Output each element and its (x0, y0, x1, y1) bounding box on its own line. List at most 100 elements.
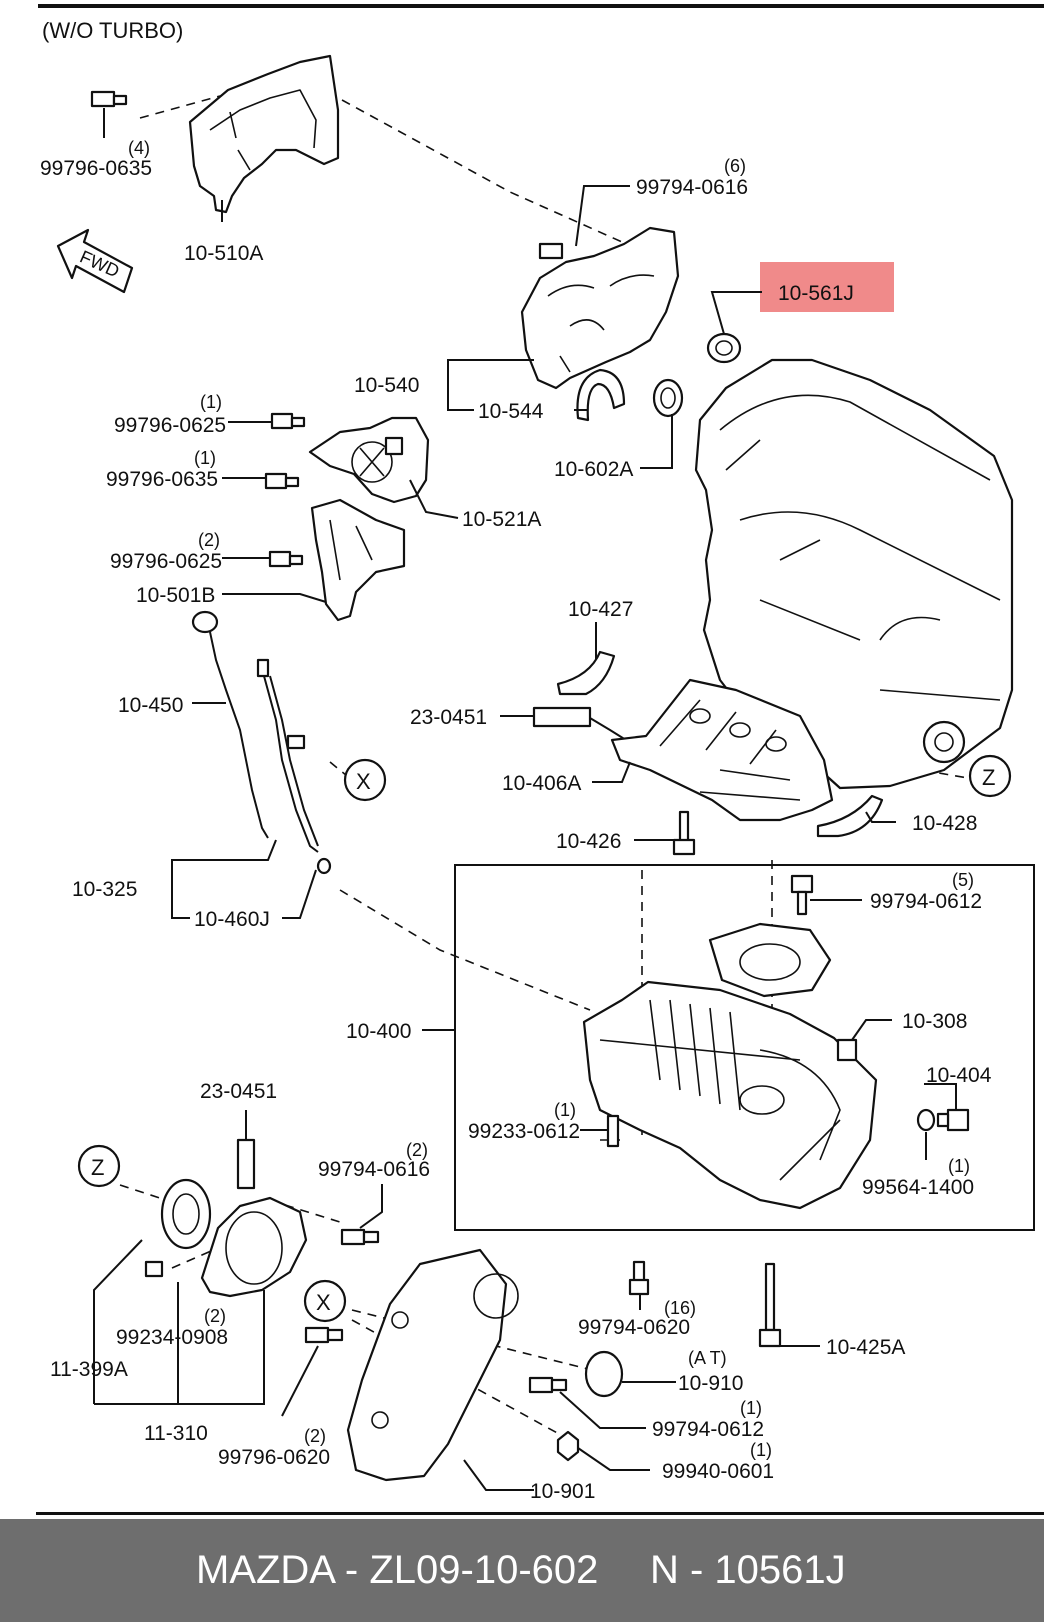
qty-label: (1) (194, 448, 216, 468)
part-label: 99794-0616 (636, 176, 748, 199)
footer-brand-part: MAZDA - ZL09-10-602 (196, 1548, 599, 1592)
seal-housing-11-310 (200, 1196, 308, 1298)
qty-label: (2) (204, 1306, 226, 1326)
qty-label: (1) (740, 1398, 762, 1418)
parts-diagram: (W/O TURBO) FWD (40, 18, 1035, 1503)
leader-lines (93, 108, 957, 1491)
part-label: 99234-0908 (116, 1326, 228, 1349)
bolt-icon (790, 874, 814, 916)
bolt-icon (628, 1260, 650, 1296)
callout-z-left: Z (77, 1144, 121, 1188)
callout-z-right: Z (968, 754, 1012, 798)
part-label: 99794-0612 (870, 890, 982, 913)
gasket-10-427 (556, 650, 616, 696)
part-label: 10-400 (346, 1020, 411, 1043)
water-pump-10-521a (308, 416, 430, 504)
dowel-99234-0908 (144, 1260, 164, 1278)
top-border (38, 4, 1044, 8)
gasket-10-544 (576, 368, 626, 422)
part-label: 10-901 (530, 1480, 595, 1503)
bolt-icon (538, 242, 564, 260)
plate-10-910 (584, 1350, 624, 1398)
part-label: 99796-0625 (114, 414, 226, 437)
oil-pan-10-400 (582, 980, 878, 1210)
bolt-icon (672, 810, 696, 856)
bolt-icon (304, 1228, 568, 1394)
part-label: 23-0451 (410, 706, 487, 729)
qty-label: (1) (200, 392, 222, 412)
part-label: 10-910 (678, 1372, 743, 1395)
part-label: 10-325 (72, 878, 137, 901)
part-label: 10-426 (556, 830, 621, 853)
part-label: 10-510A (184, 242, 263, 265)
oil-pan-upper-10-406a (610, 678, 834, 822)
qty-label: (2) (198, 530, 220, 550)
callout-x-top: X (343, 758, 387, 802)
dowel-pin (606, 1114, 620, 1148)
part-label: 23-0451 (200, 1080, 277, 1103)
qty-label: (2) (406, 1140, 428, 1160)
part-label: 99940-0601 (662, 1460, 774, 1483)
part-label: 10-406A (502, 772, 581, 795)
drain-bolt-10-404 (916, 1108, 970, 1132)
part-label: 10-544 (478, 400, 544, 423)
qty-label: (A T) (688, 1348, 727, 1368)
part-label: 99796-0625 (110, 550, 222, 573)
part-label-highlighted: 10-561J (778, 282, 854, 305)
nut-99940-0601 (556, 1430, 580, 1462)
part-label: 10-521A (462, 508, 541, 531)
qty-label: (4) (128, 138, 150, 158)
svg-text:X: X (316, 1290, 331, 1315)
highlight-box (760, 262, 894, 312)
plug-10-308 (836, 1038, 858, 1062)
qty-label: (1) (948, 1156, 970, 1176)
dipstick-tube-10-325 (256, 658, 332, 875)
qty-label: (1) (554, 1100, 576, 1120)
part-label: 99796-0620 (218, 1446, 330, 1469)
sensor-23-0451-lower (236, 1138, 256, 1190)
qty-label: (6) (724, 156, 746, 176)
part-label: 10-540 (354, 374, 419, 397)
part-label: 10-602A (554, 458, 633, 481)
oil-seal-10-561j (706, 332, 742, 364)
fwd-arrow-icon: FWD (56, 228, 134, 294)
timing-cover-upper (188, 54, 340, 214)
oil-seal-10-602a (652, 378, 684, 418)
part-label: 99564-1400 (862, 1176, 974, 1199)
qty-label: (2) (304, 1426, 326, 1446)
part-label: 10-427 (568, 598, 633, 621)
part-label: 10-501B (136, 584, 215, 607)
part-label: 99794-0620 (578, 1316, 690, 1339)
part-label: 99796-0635 (40, 157, 152, 180)
bolt-icon (90, 90, 128, 108)
footer-ref-part: N - 10561J (650, 1548, 846, 1592)
end-plate-10-901 (346, 1248, 519, 1482)
part-label: 10-308 (902, 1010, 967, 1033)
qty-label: (5) (952, 870, 974, 890)
engine-block (694, 358, 1014, 790)
part-label: 10-460J (194, 908, 270, 931)
part-label: 99794-0616 (318, 1158, 430, 1181)
sensor-23-0451 (532, 706, 627, 741)
bottom-border (36, 1512, 1044, 1515)
part-label: 99796-0635 (106, 468, 218, 491)
oil-pan-group-box (454, 864, 1035, 1231)
gasket-10-428 (816, 794, 884, 838)
part-label: 11-399A (50, 1358, 128, 1381)
footer-bar: MAZDA - ZL09-10-602 N - 10561J (0, 1519, 1044, 1622)
part-label: 99794-0612 (652, 1418, 764, 1441)
part-label: 10-428 (912, 812, 977, 835)
bracket-10-501b (310, 498, 406, 622)
part-label: 99233-0612 (468, 1120, 580, 1143)
svg-text:Z: Z (982, 765, 995, 790)
part-label: 10-425A (826, 1336, 905, 1359)
qty-label: (16) (664, 1298, 696, 1318)
svg-text:X: X (356, 769, 371, 794)
part-label: 10-404 (926, 1064, 992, 1087)
qty-label: (1) (750, 1440, 772, 1460)
dipstick-10-450 (191, 610, 269, 839)
bolt-icon (758, 1262, 782, 1348)
bolt-icon (264, 412, 306, 568)
rear-oil-seal-11-399a (160, 1178, 212, 1250)
part-labels: (4) 99796-0635 10-510A (6) 99794-0616 10… (40, 138, 992, 1503)
